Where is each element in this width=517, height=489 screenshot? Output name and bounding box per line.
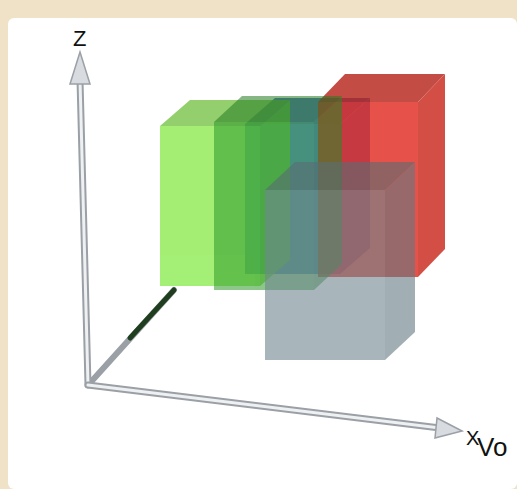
- axis-label: Z: [73, 28, 86, 50]
- voxel-cubes: [160, 74, 445, 360]
- gray-cube: [265, 162, 415, 360]
- coordinate-axes: [70, 52, 462, 438]
- caption-text: Vo: [477, 434, 507, 460]
- slide-panel: [8, 18, 517, 489]
